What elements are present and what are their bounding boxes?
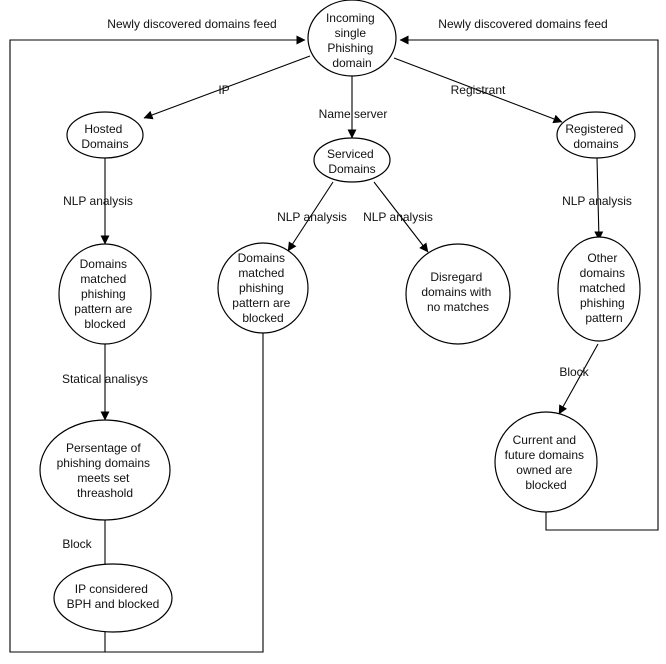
edge-bph-feed-left xyxy=(9,35,306,653)
node-shape xyxy=(313,137,391,183)
node-label: Current and future domains owned are blo… xyxy=(505,433,588,492)
node-label: Registered domains xyxy=(565,122,626,151)
node-shape xyxy=(39,419,171,521)
edge-other-matched-to-current-future xyxy=(558,343,599,415)
label-statistical-analysis: Statical analisys xyxy=(62,372,148,386)
node-other-domains-matched: Other domains matched phishing pattern xyxy=(557,236,641,342)
node-shape xyxy=(58,243,152,345)
node-label: Domains matched phishing pattern are blo… xyxy=(232,251,293,325)
label-nlp-serviced-left: NLP analysis xyxy=(277,210,347,224)
edge-current-future-feed-right xyxy=(399,35,659,531)
node-shape xyxy=(66,111,144,159)
node-ip-bph-blocked: IP considered BPH and blocked xyxy=(53,563,173,633)
node-shape xyxy=(307,0,397,77)
node-label: Hosted Domains xyxy=(81,122,128,151)
edge-serviced-to-serviced-blocked xyxy=(287,181,334,252)
label-registrant: Registrant xyxy=(451,83,506,97)
node-shape xyxy=(494,411,598,513)
node-label: Disregard domains with no matches xyxy=(421,270,494,314)
node-shape xyxy=(53,563,173,633)
node-label: Domains matched phishing pattern are blo… xyxy=(74,257,135,331)
label-ip: IP xyxy=(218,83,229,97)
node-label: Serviced Domains xyxy=(327,147,377,176)
label-nlp-hosted: NLP analysis xyxy=(63,194,133,208)
label-feed-left: Newly discovered domains feed xyxy=(107,17,276,31)
node-hosted-domains: Hosted Domains xyxy=(66,111,144,159)
node-incoming-phishing-domain: Incoming single Phishing domain xyxy=(307,0,397,77)
node-shape xyxy=(217,242,309,334)
node-percentage-threshold: Persentage of phishing domains meets set… xyxy=(39,419,171,521)
node-serviced-domains: Serviced Domains xyxy=(313,137,391,183)
node-shape xyxy=(556,111,636,159)
nodes: Incoming single Phishing domain Hosted D… xyxy=(39,0,641,633)
edge-registered-to-other-matched xyxy=(594,157,604,241)
edge-serviced-blocked-line xyxy=(105,331,264,653)
node-serviced-matched-blocked: Domains matched phishing pattern are blo… xyxy=(217,242,309,334)
node-registered-domains: Registered domains xyxy=(556,111,636,159)
label-nlp-serviced-right: NLP analysis xyxy=(363,210,433,224)
node-disregard-no-matches: Disregard domains with no matches xyxy=(405,243,511,345)
node-label: Persentage of phishing domains meets set… xyxy=(57,441,154,500)
label-feed-right: Newly discovered domains feed xyxy=(438,17,607,31)
edge-incoming-to-hosted xyxy=(143,55,311,120)
edges xyxy=(9,35,659,653)
node-shape xyxy=(557,236,641,342)
node-label: Incoming single Phishing domain xyxy=(326,11,378,70)
label-block-left: Block xyxy=(62,537,92,551)
node-current-future-blocked: Current and future domains owned are blo… xyxy=(494,411,598,513)
label-block-right: Block xyxy=(559,365,589,379)
edge-labels: Newly discovered domains feed Newly disc… xyxy=(62,17,632,551)
label-name-server: Name server xyxy=(319,107,388,121)
node-label: Other domains matched phishing pattern xyxy=(579,251,628,325)
edge-serviced-to-disregard xyxy=(373,181,429,253)
node-shape xyxy=(405,243,511,345)
label-nlp-registered: NLP analysis xyxy=(562,194,632,208)
node-hosted-matched-blocked: Domains matched phishing pattern are blo… xyxy=(58,243,152,345)
edge-incoming-to-registered xyxy=(393,57,563,124)
node-label: IP considered BPH and blocked xyxy=(67,582,160,611)
